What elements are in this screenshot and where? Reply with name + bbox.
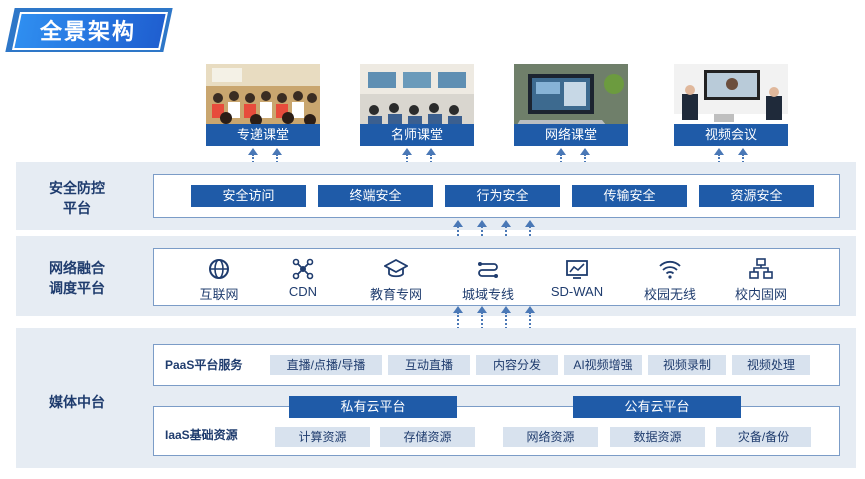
network-platform-label: 网络融合 调度平台 (49, 260, 105, 296)
globe-icon (209, 259, 229, 279)
security-item: 终端安全 (318, 185, 433, 207)
network-tree-icon (749, 258, 773, 279)
security-item: 行为安全 (445, 185, 560, 207)
page-title: 全景架构 (39, 19, 136, 44)
security-item: 安全访问 (191, 185, 306, 207)
network-item-sdwan: SD-WAN (532, 258, 622, 299)
wifi-icon (659, 260, 681, 279)
network-item-lan: 校内固网 (716, 258, 806, 303)
cdn-node-icon (292, 258, 314, 280)
graduation-cap-icon (384, 258, 408, 278)
paas-item: 互动直播 (388, 355, 470, 375)
iaas-item: 网络资源 (503, 427, 598, 447)
sdwan-chart-icon (566, 260, 588, 279)
public-cloud-box: 公有云平台 (573, 396, 741, 418)
security-platform-label: 安全防控 平台 (49, 180, 105, 216)
card-caption-3: 网络课堂 (514, 124, 628, 146)
iaas-item: 计算资源 (275, 427, 370, 447)
network-item-cdn: CDN (258, 258, 348, 299)
security-item: 资源安全 (699, 185, 814, 207)
security-item: 传输安全 (572, 185, 687, 207)
paas-item: 视频处理 (732, 355, 810, 375)
paas-item: 内容分发 (476, 355, 558, 375)
card-caption-2: 名师课堂 (360, 124, 474, 146)
iaas-label: IaaS基础资源 (165, 428, 238, 442)
paas-item: AI视频增强 (564, 355, 642, 375)
paas-item: 视频录制 (648, 355, 726, 375)
route-line-icon (478, 262, 498, 278)
iaas-item: 存储资源 (380, 427, 475, 447)
iaas-item: 灾备/备份 (716, 427, 811, 447)
network-item-wifi: 校园无线 (625, 258, 715, 303)
paas-item: 直播/点播/导播 (270, 355, 382, 375)
paas-label: PaaS平台服务 (165, 358, 243, 372)
private-cloud-box: 私有云平台 (289, 396, 457, 418)
network-item-edu: 教育专网 (351, 258, 441, 303)
network-item-metro: 城域专线 (443, 258, 533, 303)
classroom-photo-1 (206, 64, 320, 134)
network-item-internet: 互联网 (174, 258, 264, 303)
laptop-photo (514, 64, 628, 134)
card-caption-4: 视频会议 (674, 124, 788, 146)
media-platform-label: 媒体中台 (49, 394, 105, 410)
card-caption-1: 专递课堂 (206, 124, 320, 146)
iaas-item: 数据资源 (610, 427, 705, 447)
